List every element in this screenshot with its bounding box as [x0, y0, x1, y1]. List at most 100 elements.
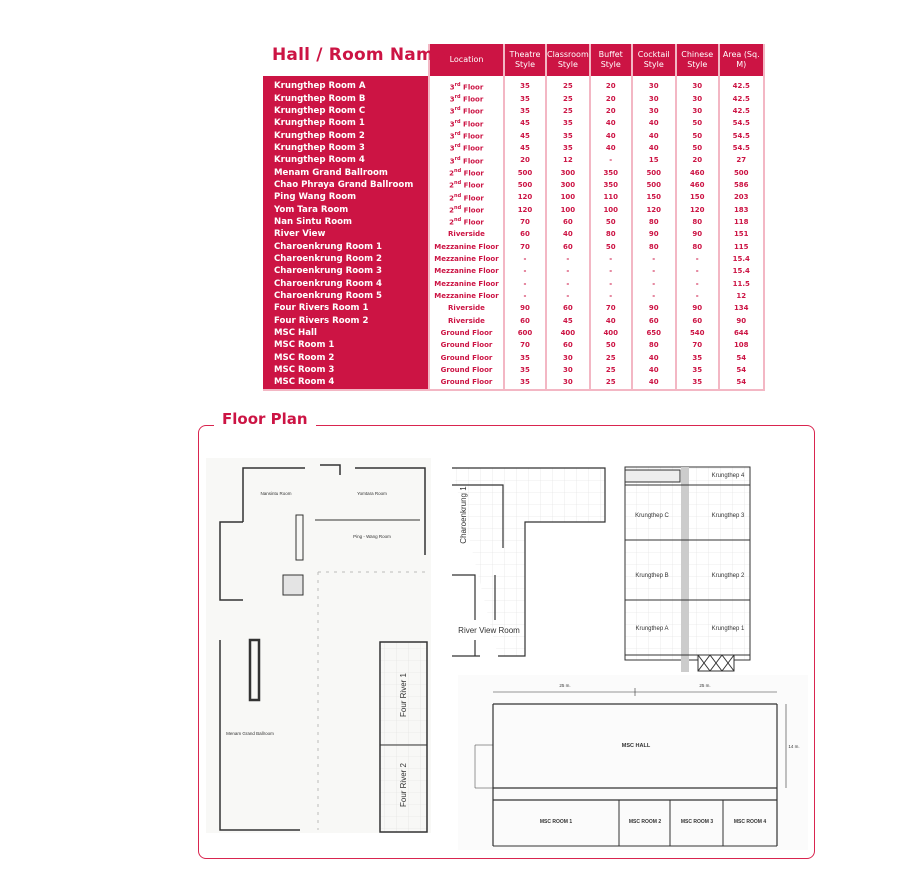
label-msc-room-2: MSC ROOM 2: [629, 819, 661, 825]
cell-area: 203: [717, 191, 765, 204]
cell-area: 12: [717, 289, 765, 303]
cell-chinese: -: [674, 265, 719, 278]
cell-area: 54.5: [717, 117, 765, 130]
cell-classroom: -: [545, 277, 590, 290]
cell-classroom: 60: [545, 240, 590, 253]
cell-location: Riverside: [428, 314, 504, 327]
cell-cocktail: 120: [630, 203, 676, 216]
cell-cocktail: -: [630, 252, 676, 266]
cell-room-name: Charoenkrung Room 5: [263, 289, 429, 303]
col-location: Location: [428, 44, 504, 76]
cell-room-name: MSC Hall: [263, 326, 429, 340]
cell-room-name: Krungthep Room B: [263, 92, 429, 105]
cell-room-name: Krungthep Room 1: [263, 117, 429, 130]
floor-plan-title: Floor Plan: [214, 410, 316, 428]
cell-location: 3rd Floor: [428, 104, 504, 118]
cell-location: Ground Floor: [428, 363, 504, 377]
cell-buffet: 25: [588, 351, 632, 364]
label-nansintu: Nansintu Room: [260, 491, 291, 496]
cell-buffet: 100: [588, 203, 632, 216]
cell-classroom: 35: [545, 117, 590, 130]
cell-chinese: 50: [674, 141, 719, 155]
label-krungthep-1: Krungthep 1: [712, 626, 745, 632]
label-krungthep-b: Krungthep B: [635, 573, 668, 579]
label-river-view: River View Room: [458, 626, 520, 635]
cell-room-name: Krungthep Room 3: [263, 141, 429, 155]
cell-area: 54: [717, 351, 765, 364]
cell-theatre: -: [503, 289, 546, 303]
cell-chinese: 35: [674, 376, 719, 391]
cell-theatre: 500: [503, 178, 546, 192]
cell-buffet: 50: [588, 240, 632, 253]
cell-buffet: -: [588, 154, 632, 167]
cell-buffet: 40: [588, 117, 632, 130]
cell-theatre: 120: [503, 191, 546, 204]
cell-cocktail: 500: [630, 178, 676, 192]
cell-room-name: MSC Room 1: [263, 339, 429, 352]
cell-classroom: 25: [545, 76, 590, 93]
label-four-river-2: Four River 2: [399, 762, 408, 807]
cell-area: 115: [717, 240, 765, 253]
cell-classroom: 300: [545, 166, 590, 179]
cell-area: 27: [717, 154, 765, 167]
cell-chinese: 540: [674, 326, 719, 340]
cell-cocktail: 90: [630, 228, 676, 241]
label-msc-room-3: MSC ROOM 3: [681, 819, 713, 825]
cell-location: 3rd Floor: [428, 117, 504, 130]
cell-room-name: Charoenkrung Room 3: [263, 265, 429, 278]
cell-theatre: 120: [503, 203, 546, 216]
cell-buffet: -: [588, 252, 632, 266]
cell-classroom: 100: [545, 191, 590, 204]
cell-classroom: 400: [545, 326, 590, 340]
cell-theatre: 70: [503, 339, 546, 352]
cell-location: Mezzanine Floor: [428, 277, 504, 290]
cell-area: 90: [717, 314, 765, 327]
cell-classroom: 45: [545, 314, 590, 327]
cell-area: 151: [717, 228, 765, 241]
cell-chinese: 30: [674, 76, 719, 93]
cell-cocktail: 40: [630, 117, 676, 130]
cell-buffet: 70: [588, 302, 632, 315]
cell-theatre: 45: [503, 129, 546, 142]
cell-area: 11.5: [717, 277, 765, 290]
col-chinese: Chinese Style: [674, 44, 719, 76]
cell-room-name: Menam Grand Ballroom: [263, 166, 429, 179]
cell-area: 54.5: [717, 129, 765, 142]
table-title: Hall / Room Name: [272, 45, 446, 65]
cell-theatre: -: [503, 252, 546, 266]
cell-chinese: 35: [674, 363, 719, 377]
cell-area: 15.4: [717, 265, 765, 278]
cell-classroom: 30: [545, 363, 590, 377]
cell-room-name: Charoenkrung Room 1: [263, 240, 429, 253]
cell-classroom: 30: [545, 376, 590, 391]
cell-chinese: -: [674, 277, 719, 290]
cell-cocktail: 80: [630, 240, 676, 253]
cell-classroom: -: [545, 265, 590, 278]
cell-classroom: 300: [545, 178, 590, 192]
cell-buffet: 20: [588, 92, 632, 105]
cell-area: 108: [717, 339, 765, 352]
third-floor-plan: [624, 466, 751, 672]
label-krungthep-2: Krungthep 2: [712, 573, 745, 579]
col-cocktail: Cocktail Style: [630, 44, 676, 76]
cell-location: 2nd Floor: [428, 203, 504, 216]
cell-buffet: 40: [588, 129, 632, 142]
cell-buffet: 40: [588, 314, 632, 327]
cell-cocktail: 500: [630, 166, 676, 179]
cell-location: Ground Floor: [428, 376, 504, 391]
cell-area: 42.5: [717, 76, 765, 93]
cell-chinese: 460: [674, 166, 719, 179]
